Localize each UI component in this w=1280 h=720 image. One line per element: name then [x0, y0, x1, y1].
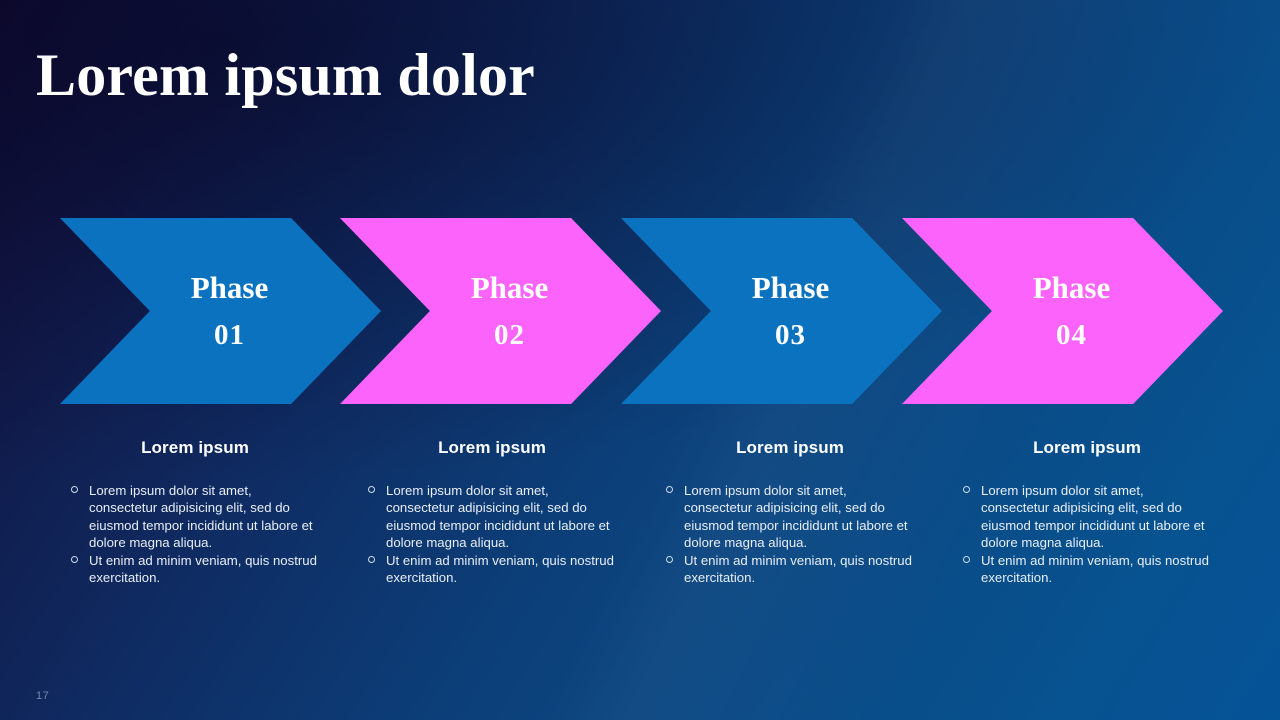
- chevron-phase-04-label: Phase: [1032, 270, 1111, 305]
- list-item-text: Lorem ipsum dolor sit amet, consectetur …: [89, 483, 313, 551]
- list-item: Ut enim ad minim veniam, quis nostrud ex…: [70, 552, 320, 587]
- bullet-circle-icon: [666, 555, 673, 563]
- list-item: Lorem ipsum dolor sit amet, consectetur …: [70, 482, 320, 552]
- list-item: Ut enim ad minim veniam, quis nostrud ex…: [962, 552, 1212, 587]
- page-number: 17: [36, 690, 50, 702]
- chevron-phase-02-number: 02: [494, 319, 525, 351]
- list-item: Lorem ipsum dolor sit amet, consectetur …: [665, 482, 915, 552]
- list-item: Lorem ipsum dolor sit amet, consectetur …: [962, 482, 1212, 552]
- phase-chevron-band: Phase 01 Phase 02 Phase 03 Phase 04: [0, 218, 1280, 404]
- list-item-text: Lorem ipsum dolor sit amet, consectetur …: [981, 483, 1205, 551]
- column-2-heading: Lorem ipsum: [438, 438, 546, 457]
- column-1-bullet-list: Lorem ipsum dolor sit amet, consectetur …: [70, 482, 320, 586]
- column-2-bullet-list: Lorem ipsum dolor sit amet, consectetur …: [367, 482, 617, 586]
- bullet-circle-icon: [963, 486, 970, 493]
- list-item-text: Lorem ipsum dolor sit amet, consectetur …: [684, 483, 908, 551]
- chevron-phase-02-label: Phase: [470, 270, 549, 305]
- list-item-text: Ut enim ad minim veniam, quis nostrud ex…: [89, 552, 317, 586]
- column-3-bullet-list: Lorem ipsum dolor sit amet, consectetur …: [665, 482, 915, 586]
- column-4: Lorem ipsum Lorem ipsum dolor sit amet, …: [962, 438, 1212, 586]
- list-item-text: Lorem ipsum dolor sit amet, consectetur …: [386, 483, 610, 551]
- column-2: Lorem ipsum Lorem ipsum dolor sit amet, …: [367, 438, 617, 586]
- page-title: Lorem ipsum dolor: [36, 42, 535, 108]
- chevron-phase-04-number: 04: [1056, 319, 1087, 351]
- chevron-phase-01-number: 01: [214, 319, 245, 351]
- chevron-phase-03[interactable]: Phase 03: [621, 218, 942, 404]
- chevron-phase-01-label: Phase: [190, 270, 269, 305]
- list-item: Ut enim ad minim veniam, quis nostrud ex…: [665, 552, 915, 587]
- list-item: Lorem ipsum dolor sit amet, consectetur …: [367, 482, 617, 552]
- column-3-heading: Lorem ipsum: [736, 438, 844, 457]
- bullet-circle-icon: [71, 486, 78, 493]
- chevron-phase-04[interactable]: Phase 04: [902, 218, 1223, 404]
- column-4-bullet-list: Lorem ipsum dolor sit amet, consectetur …: [962, 482, 1212, 586]
- list-item: Ut enim ad minim veniam, quis nostrud ex…: [367, 552, 617, 587]
- chevron-phase-01[interactable]: Phase 01: [60, 218, 381, 404]
- list-item-text: Ut enim ad minim veniam, quis nostrud ex…: [981, 552, 1209, 586]
- bullet-circle-icon: [368, 555, 375, 563]
- bullet-circle-icon: [71, 555, 78, 563]
- bullet-circle-icon: [368, 486, 375, 493]
- column-4-heading: Lorem ipsum: [1033, 438, 1141, 457]
- column-3: Lorem ipsum Lorem ipsum dolor sit amet, …: [665, 438, 915, 586]
- column-1-heading: Lorem ipsum: [141, 438, 249, 457]
- column-1: Lorem ipsum Lorem ipsum dolor sit amet, …: [70, 438, 320, 586]
- bullet-circle-icon: [963, 555, 970, 563]
- chevron-phase-03-number: 03: [775, 319, 806, 351]
- chevron-phase-03-label: Phase: [751, 270, 830, 305]
- list-item-text: Ut enim ad minim veniam, quis nostrud ex…: [386, 552, 614, 586]
- bullet-circle-icon: [666, 486, 673, 493]
- list-item-text: Ut enim ad minim veniam, quis nostrud ex…: [684, 552, 912, 586]
- chevron-phase-02[interactable]: Phase 02: [340, 218, 661, 404]
